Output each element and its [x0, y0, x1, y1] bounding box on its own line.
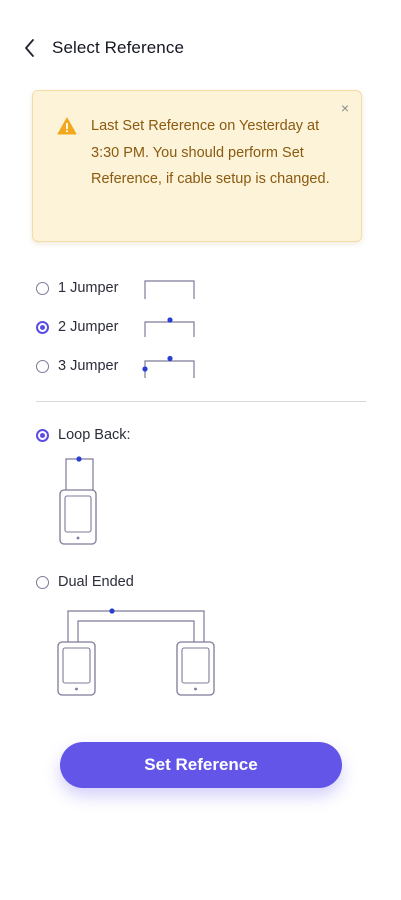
set-reference-button[interactable]: Set Reference	[60, 742, 342, 788]
section-divider	[36, 401, 366, 402]
jumper-2-diagram-icon	[144, 317, 195, 337]
option-loop-back[interactable]: Loop Back:	[36, 423, 131, 447]
jumper-3-diagram-icon	[142, 355, 195, 378]
loop-back-diagram-icon	[59, 456, 97, 545]
banner-message: Last Set Reference on Yesterday at 3:30 …	[91, 118, 330, 187]
radio-1-jumper[interactable]	[36, 281, 49, 295]
option-label: 3 Jumper	[58, 358, 119, 374]
page-title: Select Reference	[52, 38, 185, 57]
option-dual-ended[interactable]: Dual Ended	[36, 570, 134, 594]
option-label: 2 Jumper	[58, 319, 119, 335]
option-3-jumper[interactable]: 3 Jumper	[36, 354, 118, 378]
close-icon[interactable]: ×	[340, 100, 349, 116]
warning-banner: Last Set Reference on Yesterday at 3:30 …	[32, 90, 362, 242]
dual-ended-diagram-icon	[57, 608, 215, 696]
jumper-1-diagram-icon	[144, 280, 195, 299]
radio-dual-ended[interactable]	[36, 575, 49, 589]
radio-2-jumper[interactable]	[36, 320, 49, 334]
warning-icon	[57, 117, 77, 135]
radio-3-jumper[interactable]	[36, 359, 49, 373]
option-label: Dual Ended	[58, 574, 134, 590]
radio-loop-back[interactable]	[36, 428, 49, 442]
back-chevron-icon[interactable]	[20, 36, 42, 60]
option-label: Loop Back:	[58, 427, 131, 443]
option-2-jumper[interactable]: 2 Jumper	[36, 315, 118, 339]
option-label: 1 Jumper	[58, 280, 119, 296]
header-bar: Select Reference	[0, 28, 401, 68]
option-1-jumper[interactable]: 1 Jumper	[36, 276, 118, 300]
